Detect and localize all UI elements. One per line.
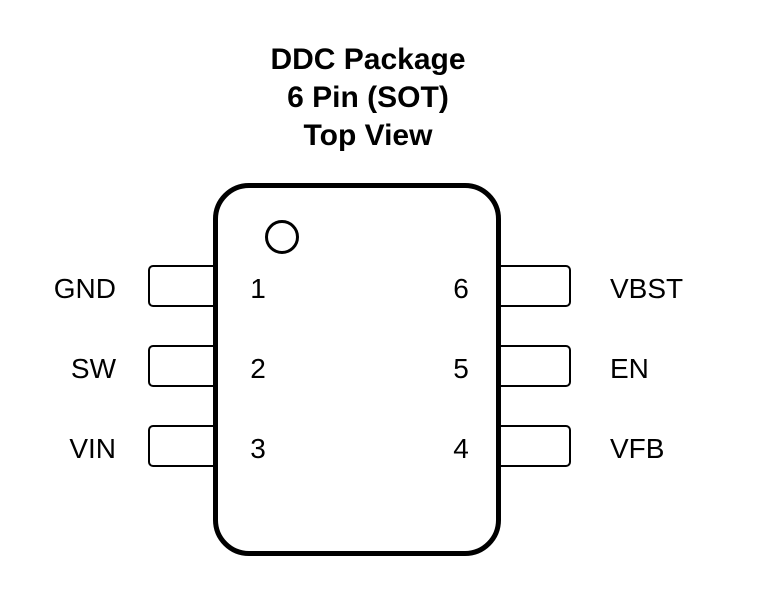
pin-name-vbst: VBST — [610, 273, 684, 304]
pin-number-6: 6 — [453, 273, 469, 304]
pin-number-4: 4 — [453, 433, 469, 464]
pin-3-lead — [148, 425, 218, 467]
pin-2-lead — [148, 345, 218, 387]
pin-name-vin: VIN — [69, 433, 116, 464]
pin-name-sw: SW — [70, 353, 116, 384]
pin-name-vfb: VFB — [610, 433, 665, 464]
pin-1-indicator-icon — [265, 220, 299, 254]
pin-number-5: 5 — [453, 353, 469, 384]
diagram-title-line-1: DDC Package — [270, 43, 466, 76]
pin-5-lead — [501, 345, 571, 387]
pin-number-1: 1 — [250, 273, 266, 304]
pin-name-gnd: GND — [53, 273, 116, 304]
diagram-title-line-3: Top View — [303, 119, 433, 152]
diagram-title-line-2: 6 Pin (SOT) — [287, 81, 449, 114]
pin-6-lead — [501, 265, 571, 307]
pin-number-3: 3 — [250, 433, 266, 464]
pin-name-en: EN — [610, 353, 649, 384]
pin-1-lead — [148, 265, 218, 307]
package-body — [213, 183, 501, 556]
pin-number-2: 2 — [250, 353, 266, 384]
pin-4-lead — [501, 425, 571, 467]
